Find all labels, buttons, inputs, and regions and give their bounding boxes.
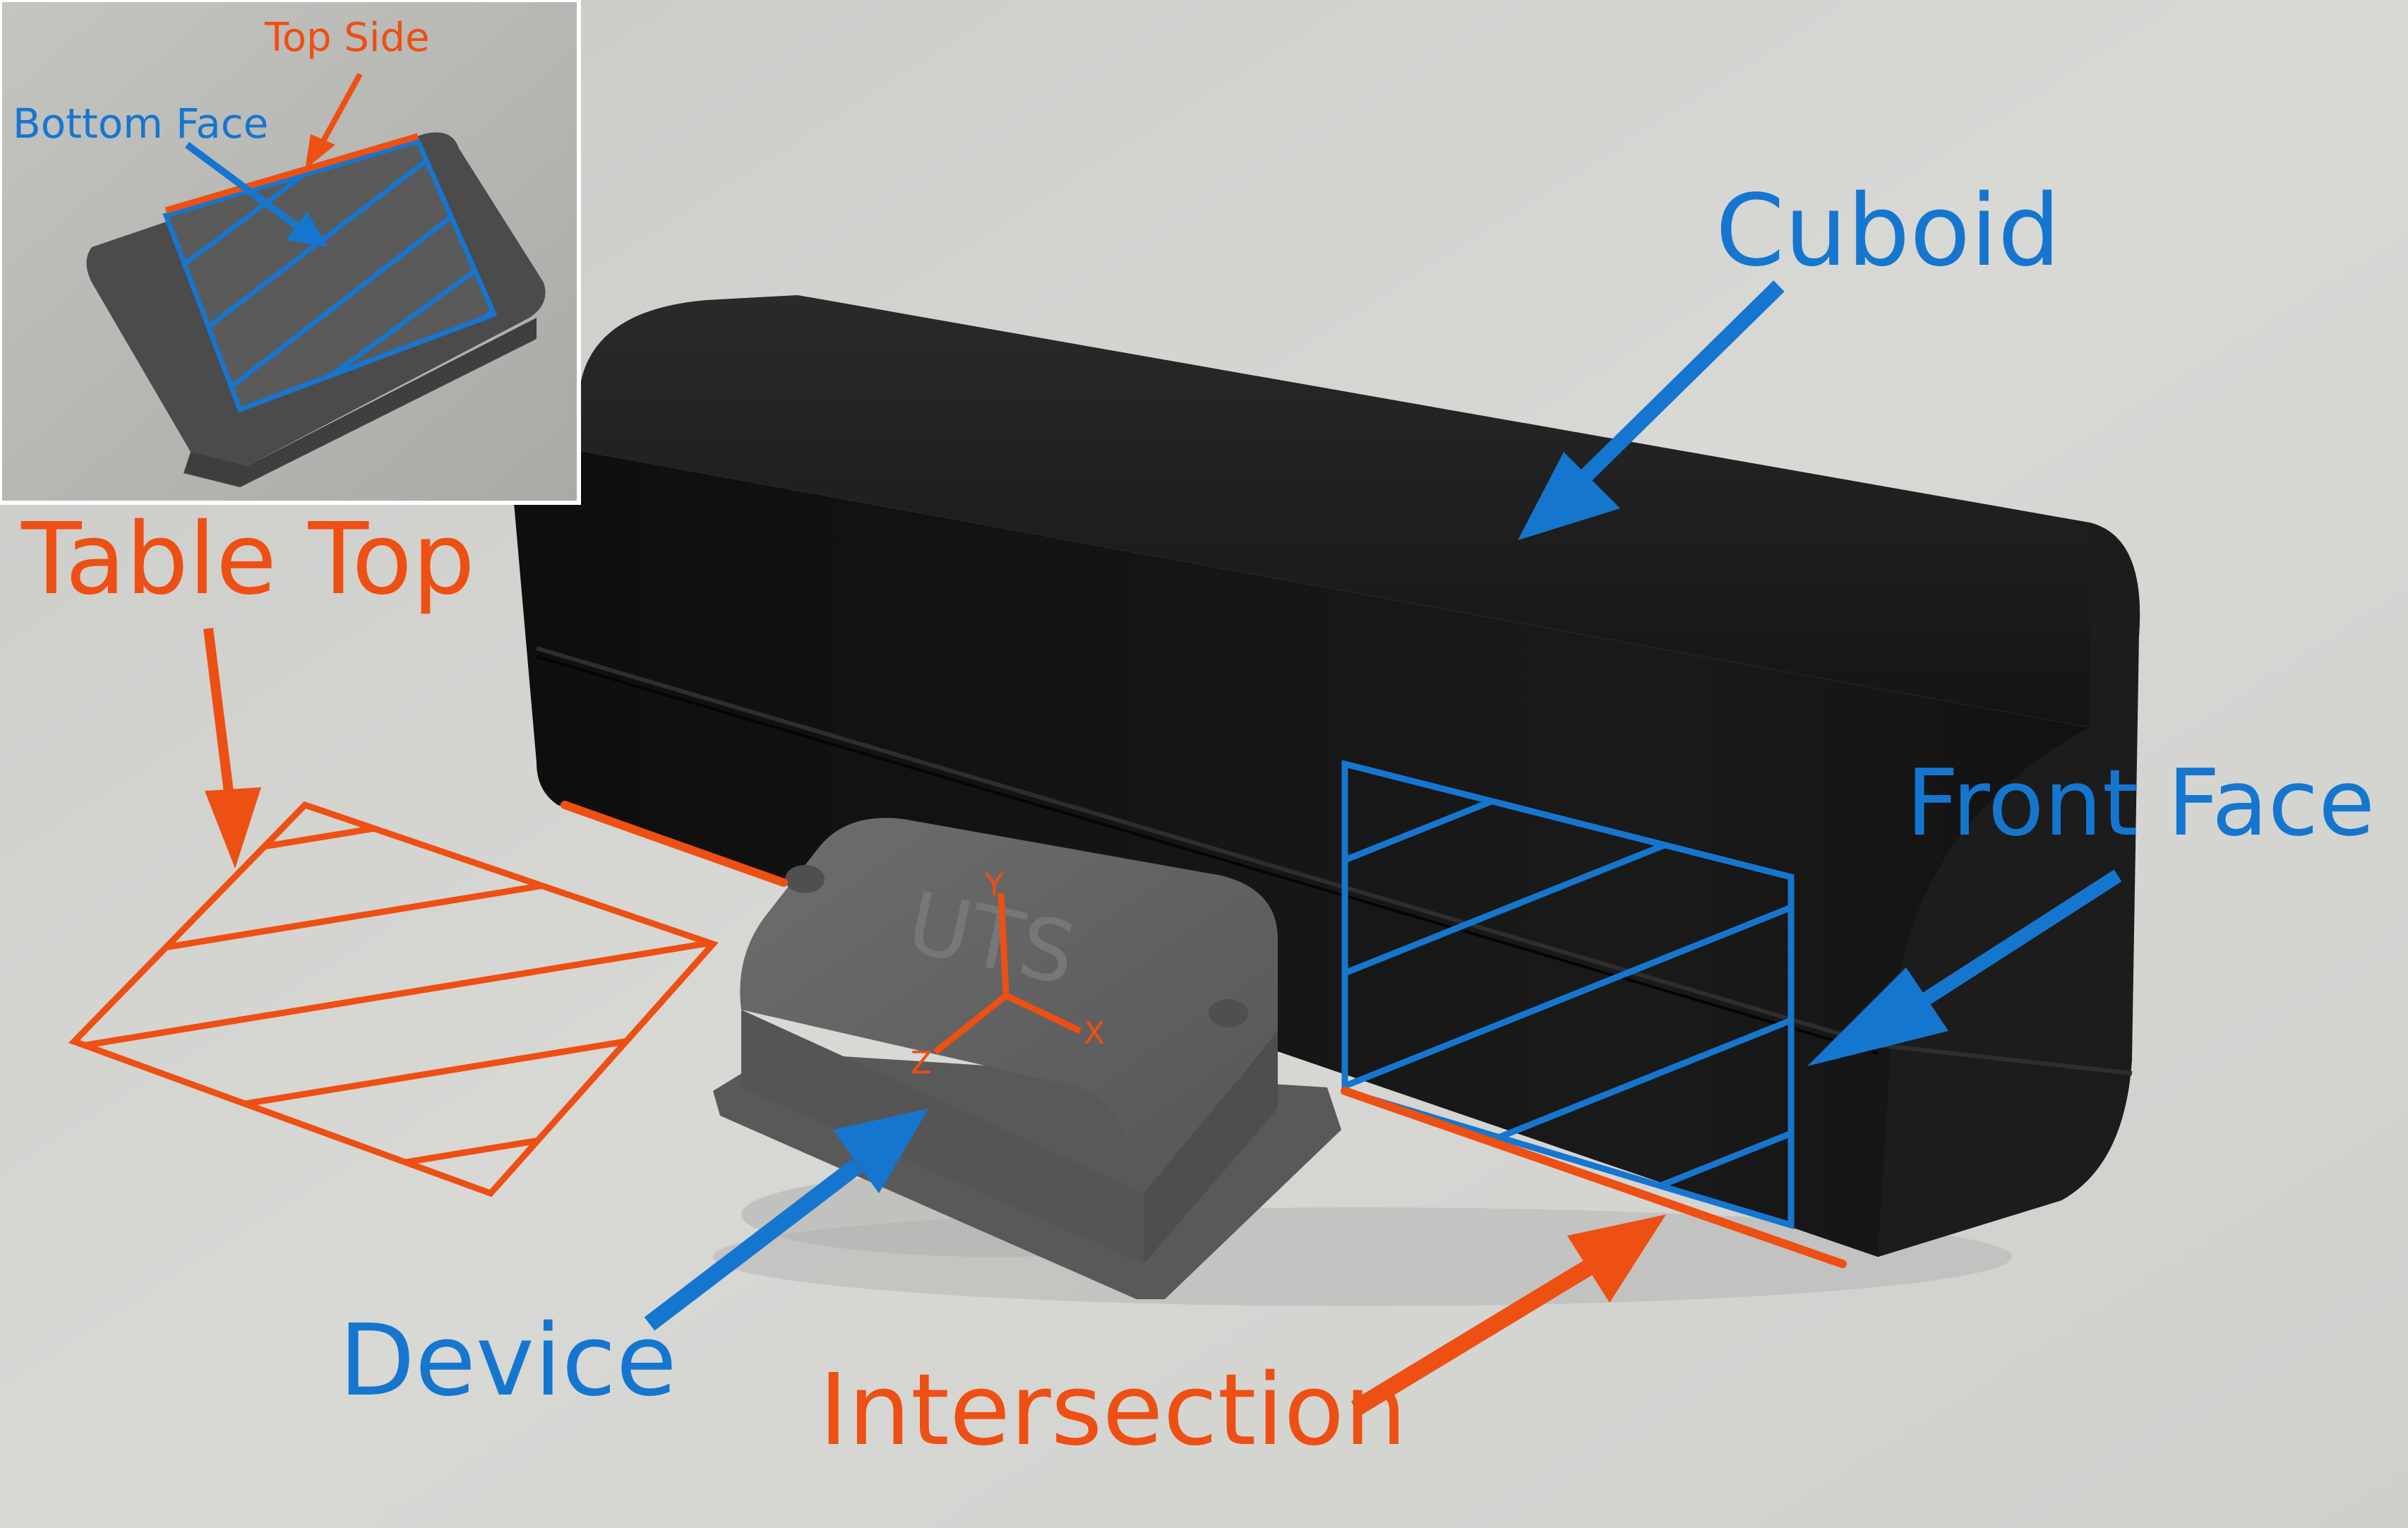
front-face-label: Front Face — [1906, 749, 2375, 856]
axis-y-label: Y — [984, 867, 1004, 903]
inset-photo: Top Side Bottom Face — [0, 0, 581, 505]
table-top-label: Table Top — [20, 502, 475, 617]
device-label: Device — [339, 1303, 677, 1419]
axis-x-label: X — [1084, 1015, 1105, 1051]
cuboid-label: Cuboid — [1715, 174, 2061, 289]
device-axes: Y X Z — [911, 867, 1105, 1081]
axis-z-label: Z — [911, 1045, 932, 1081]
inset-bottom-face-label: Bottom Face — [13, 100, 268, 148]
cuboid-box — [508, 295, 2140, 1306]
device-enclosure: UTS — [713, 818, 1341, 1299]
intersection-lines — [561, 801, 1847, 1268]
inset-top-side-label: Top Side — [264, 15, 429, 61]
annotation-arrows — [203, 280, 2122, 1416]
intersection-label: Intersection — [819, 1353, 1407, 1468]
